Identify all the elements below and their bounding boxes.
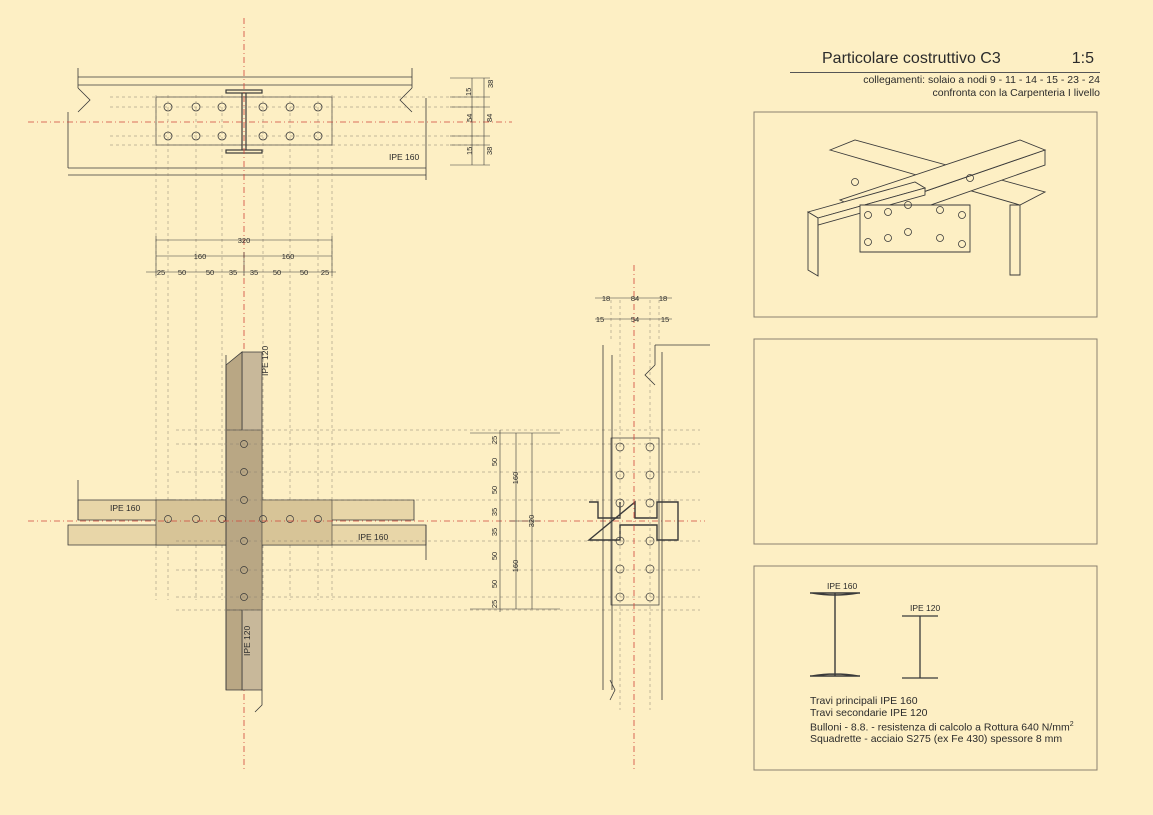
dim-v-total: 320 <box>527 515 536 528</box>
dim-v-4: 35 <box>490 508 499 516</box>
drawing-scale: 1:5 <box>1071 50 1094 67</box>
dim-chain-6: 50 <box>273 268 281 277</box>
panel-isometric <box>753 111 1098 318</box>
dim-chain-5: 35 <box>250 268 258 277</box>
dim-chain-4: 35 <box>229 268 237 277</box>
dim-top-15b: 15 <box>465 147 474 155</box>
dim-top-54: 54 <box>465 114 474 122</box>
dim-v-6: 50 <box>490 552 499 560</box>
isometric-sketch <box>806 139 1047 277</box>
dim-half-160-left: 160 <box>194 252 207 261</box>
dim-side-84: 84 <box>631 294 639 303</box>
dim-chain-2: 50 <box>178 268 186 277</box>
label-ipe160-top: IPE 160 <box>389 152 420 162</box>
dim-chain-8: 25 <box>321 268 329 277</box>
isometric-bolts <box>851 174 974 248</box>
drawing-title: Particolare costruttivo C3 <box>822 50 1001 67</box>
note-secondary-beams: Travi secondarie IPE 120 <box>810 706 928 719</box>
legend-ipe120-label: IPE 120 <box>910 603 941 613</box>
dim-v-3: 50 <box>490 486 499 494</box>
side-guides <box>610 300 660 710</box>
top-axes <box>28 18 512 772</box>
legend-notes: Travi principali IPE 160 Travi secondari… <box>810 695 1074 746</box>
legend-ipe160-label: IPE 160 <box>827 581 858 591</box>
dim-v-2: 50 <box>490 458 499 466</box>
panel-empty <box>753 338 1098 545</box>
dim-top-84: 84 <box>485 114 494 122</box>
label-ipe120-plan-bottom: IPE 120 <box>242 625 252 656</box>
title-block: Particolare costruttivo C3 1:5 collegame… <box>790 50 1100 99</box>
dim-v-half-bottom: 160 <box>511 560 520 573</box>
plan-view <box>67 351 427 713</box>
panel-legend <box>753 565 1098 771</box>
note-bolts: Bulloni - 8.8. - resistenza di calcolo a… <box>810 719 1074 734</box>
dim-top-38a: 38 <box>486 80 495 88</box>
label-ipe120-plan-top: IPE 120 <box>260 345 270 376</box>
dim-total-320: 320 <box>238 236 251 245</box>
top-bolts <box>163 102 323 141</box>
dim-v-7: 50 <box>490 580 499 588</box>
dim-side-18a: 18 <box>602 294 610 303</box>
dim-v-half-top: 160 <box>511 472 520 485</box>
title-line: Particolare costruttivo C3 1:5 <box>790 50 1100 73</box>
horizontal-dimension <box>146 236 336 276</box>
dim-v-5: 35 <box>490 528 499 536</box>
dim-chain-1: 25 <box>157 268 165 277</box>
note-bolts-text: Bulloni - 8.8. - resistenza di calcolo a… <box>810 721 1070 734</box>
dim-v-8: 25 <box>490 600 499 608</box>
plan-bolts <box>164 440 322 601</box>
vertical-dimension <box>470 430 560 612</box>
dim-chain-3: 50 <box>206 268 214 277</box>
note-angles: Squadrette - acciaio S275 (ex Fe 430) sp… <box>810 733 1063 745</box>
note-main-beams: Travi principali IPE 160 <box>810 695 918 707</box>
side-elevation <box>587 344 710 701</box>
dim-top-38b: 38 <box>485 147 494 155</box>
note-bolts-sup: 2 <box>1069 721 1074 728</box>
label-ipe160-plan-left: IPE 160 <box>110 503 141 513</box>
dim-side-15b: 15 <box>661 315 669 324</box>
top-right-dimension <box>450 77 490 166</box>
label-ipe160-plan-right: IPE 160 <box>358 532 389 542</box>
dim-v-1: 25 <box>490 436 499 444</box>
dim-side-54: 54 <box>631 315 639 324</box>
dim-chain-7: 50 <box>300 268 308 277</box>
dim-side-18b: 18 <box>659 294 667 303</box>
title-subtitle-2: confronta con la Carpenteria I livello <box>932 87 1100 99</box>
profile-ipe160 <box>810 592 860 677</box>
side-dimension <box>595 297 672 320</box>
top-elevation <box>67 68 427 180</box>
title-subtitle-1: collegamenti: solaio a nodi 9 - 11 - 14 … <box>863 74 1100 86</box>
dim-top-15a: 15 <box>464 88 473 96</box>
dim-half-160-right: 160 <box>282 252 295 261</box>
side-bolts <box>615 442 655 602</box>
profile-ipe120 <box>902 615 938 679</box>
dim-side-15a: 15 <box>596 315 604 324</box>
